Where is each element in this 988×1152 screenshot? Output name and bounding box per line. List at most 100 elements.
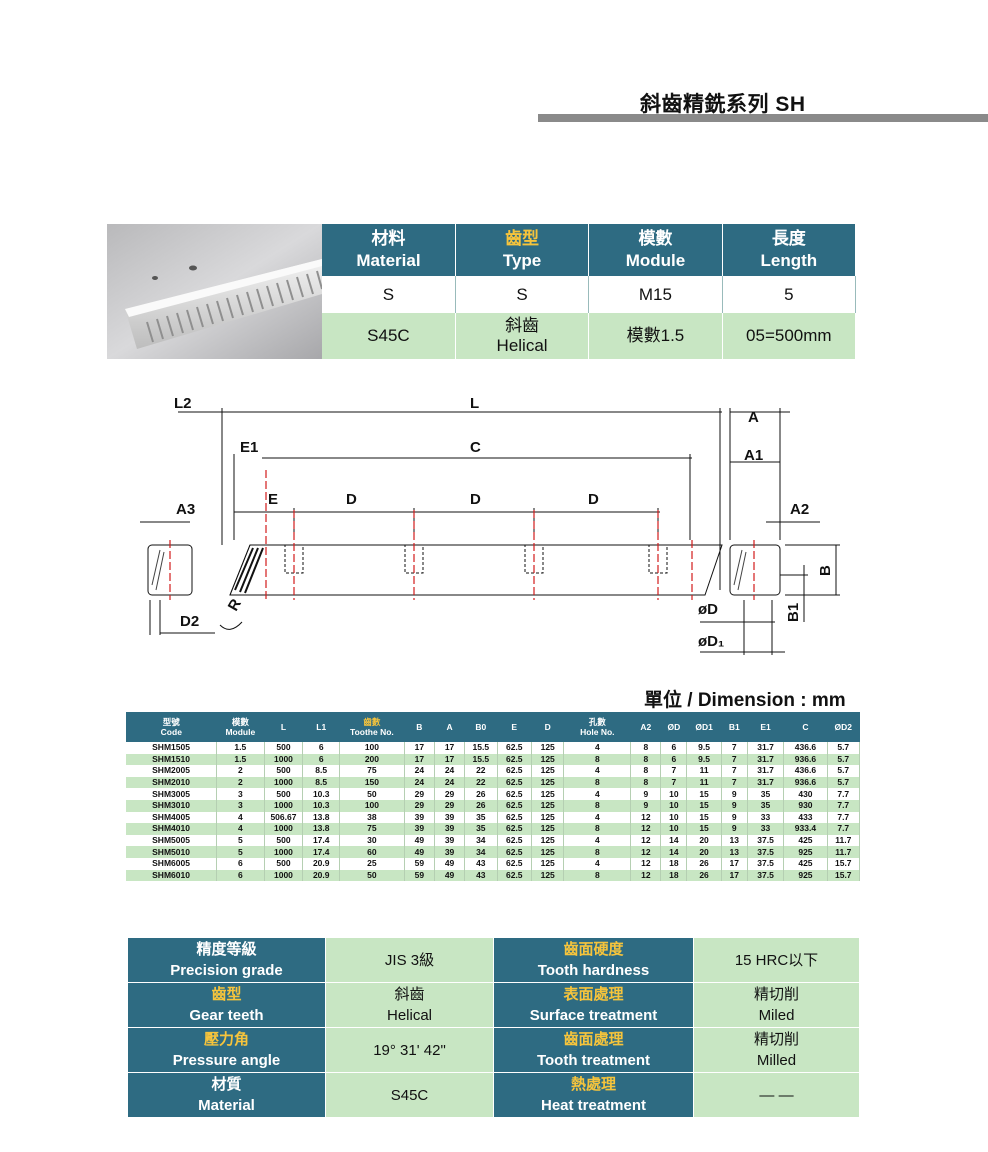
table-cell: 34 — [464, 846, 498, 858]
property-label-zh: 壓力角 — [203, 1031, 249, 1048]
table-cell: 125 — [531, 834, 565, 847]
property-value-line: JIS 3級 — [384, 951, 435, 969]
table-cell: 9 — [721, 823, 748, 835]
table-cell: 125 — [531, 869, 565, 882]
label-phiD: øD — [698, 601, 718, 618]
table-cell: 125 — [531, 799, 565, 812]
table-cell: 24 — [434, 765, 466, 777]
table-cell: 10 — [660, 823, 688, 835]
property-value-line: Miled — [758, 1007, 795, 1024]
table-cell: 20 — [686, 834, 722, 847]
table-cell: 7 — [721, 742, 748, 754]
table-cell: 125 — [531, 846, 565, 858]
table-cell: 8.5 — [302, 765, 341, 777]
table-cell: 22 — [464, 765, 498, 777]
table-cell: 35 — [747, 788, 785, 800]
table-cell: 12 — [630, 811, 662, 824]
table-cell: 125 — [531, 788, 565, 800]
table-cell: 17 — [721, 869, 748, 882]
property-label: 齒面處理 Tooth treatment — [493, 1027, 694, 1073]
spec-header-en: L1 — [316, 722, 327, 732]
table-cell: 4 — [563, 811, 632, 824]
label-A1: A1 — [744, 447, 763, 464]
table-cell: 11.7 — [827, 834, 861, 847]
table-cell: 39 — [434, 834, 466, 847]
property-value-line: S45C — [390, 1086, 429, 1104]
table-cell: 5.7 — [827, 765, 861, 777]
table-cell: 31.7 — [747, 765, 785, 777]
table-cell: 925 — [783, 846, 828, 858]
property-label-en: Tooth treatment — [536, 1052, 651, 1069]
property-label-en: Precision grade — [170, 962, 283, 979]
spec-header-en: A2 — [640, 722, 652, 732]
label-E: E — [268, 491, 278, 508]
label-B1: B1 — [785, 603, 802, 622]
property-label-en: Material — [198, 1097, 255, 1114]
table-cell: 12 — [630, 846, 662, 858]
table-cell: 433 — [783, 811, 828, 824]
table-cell: 62.5 — [497, 869, 533, 882]
technical-drawing: L2 L A A1 E1 C E D D D A3 A2 B B1 D2 R ø… — [140, 395, 840, 655]
table-cell: 9.5 — [686, 742, 722, 754]
table-cell: SHM2005 — [126, 765, 218, 777]
spec-header-16: C — [783, 712, 828, 742]
property-value-line: 19° 31' 42" — [373, 1041, 446, 1059]
table-cell: SHM4010 — [126, 823, 218, 835]
table-cell: SHM5005 — [126, 834, 218, 847]
table-cell: 26 — [464, 788, 498, 800]
table-cell: 20.9 — [302, 857, 341, 870]
spec-header-11: A2 — [630, 712, 661, 742]
table-cell: 15.7 — [827, 857, 861, 870]
table-cell: 500 — [264, 788, 304, 800]
table-cell: 24 — [404, 776, 435, 789]
table-cell: 39 — [434, 823, 466, 835]
table-cell: 50 — [339, 788, 405, 800]
table-cell: 39 — [404, 811, 435, 824]
table-cell: 4 — [563, 834, 632, 847]
table-cell: 20.9 — [302, 869, 341, 882]
desc-length: 05=500mm — [722, 313, 857, 359]
spec-header-3: L1 — [302, 712, 340, 742]
spec-header-17: ØD2 — [827, 712, 860, 742]
table-cell: 18 — [660, 857, 688, 870]
table-cell: SHM1510 — [126, 753, 218, 766]
table-cell: 7 — [660, 765, 688, 777]
table-cell: 125 — [531, 753, 565, 766]
table-cell: 1000 — [264, 846, 304, 858]
table-cell: 1.5 — [216, 742, 265, 754]
table-cell: 13.8 — [302, 811, 341, 824]
table-cell: 6 — [660, 742, 688, 754]
property-value-line: 精切削 — [753, 986, 799, 1003]
spec-header-en: D — [544, 722, 551, 732]
property-label-en: Heat treatment — [540, 1097, 647, 1114]
table-cell: 7 — [721, 776, 748, 789]
table-cell: 6 — [302, 753, 341, 766]
table-cell: 49 — [404, 846, 435, 858]
table-cell: 62.5 — [497, 823, 533, 835]
table-cell: 29 — [404, 799, 435, 812]
table-cell: SHM6010 — [126, 869, 218, 882]
code-material: S — [322, 276, 456, 313]
table-cell: 425 — [783, 834, 828, 847]
table-cell: 62.5 — [497, 799, 533, 812]
desc-module: 模數1.5 — [588, 313, 723, 359]
property-label-zh: 齒面處理 — [563, 1031, 624, 1048]
table-cell: 29 — [434, 788, 466, 800]
table-cell: 15 — [686, 799, 722, 812]
property-value-line: — — — [759, 1086, 794, 1104]
table-cell: 49 — [404, 834, 435, 847]
table-cell: 436.6 — [783, 742, 828, 754]
table-cell: 24 — [434, 776, 466, 789]
table-cell: 33 — [747, 811, 785, 824]
table-cell: 35 — [747, 799, 785, 812]
label-L: L — [470, 395, 479, 412]
table-cell: 20 — [686, 846, 722, 858]
page-title: 斜齒精銑系列 SH — [640, 93, 806, 116]
